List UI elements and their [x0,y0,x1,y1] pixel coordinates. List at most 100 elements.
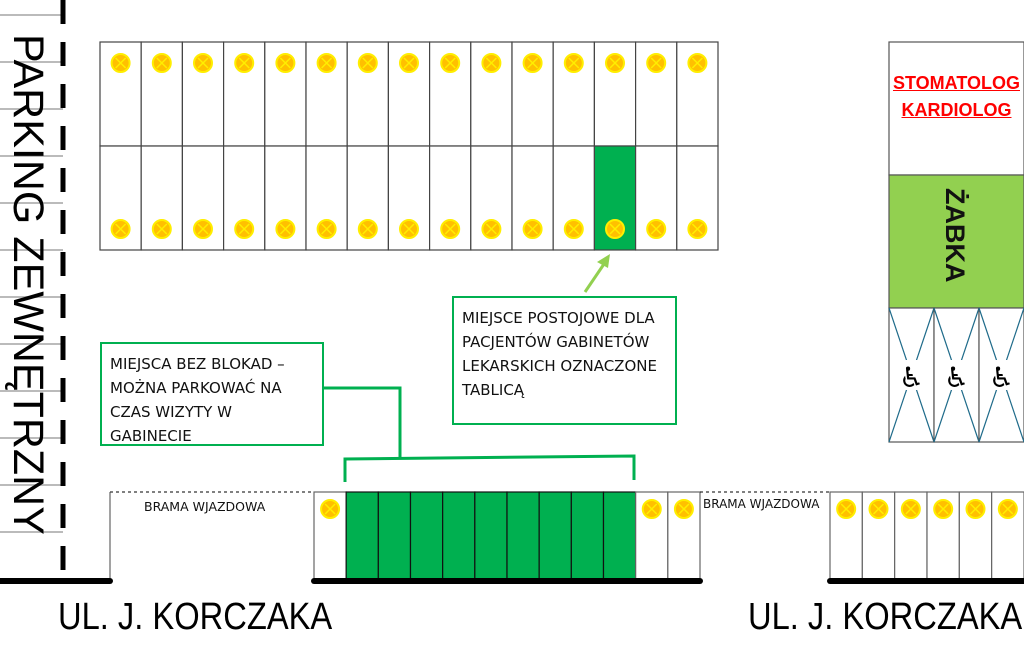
lock-cross [872,503,885,515]
lock-cross [403,57,415,69]
parking-lock-icon [320,499,341,519]
lock-cross [609,57,621,69]
parking-lock-icon [965,499,986,519]
lock-cross [691,57,703,69]
arrow-head-icon [597,254,610,268]
parking-lock-icon [110,53,131,73]
lock-cross [646,503,658,515]
parking-lock-icon [357,219,378,239]
lock-cross [937,503,949,515]
icon-bg [897,360,926,390]
parking-lock-icon [234,53,255,73]
clinic-dentist: STOMATOLOG [892,73,1020,93]
lock-cross [324,503,336,515]
parking-lock-icon [646,219,667,239]
lock-cross [678,503,690,515]
lock-cross [1002,503,1014,515]
clinic-cardiologist: KARDIOLOG [901,100,1012,120]
lock-cross [238,223,250,235]
shop-label: ŻABKA [940,188,970,283]
lock-cross [156,57,168,69]
parking-lock-icon [997,499,1018,519]
lock-cross [279,223,291,235]
icon-bg [987,360,1016,390]
street-left-label: UL. J. KORCZAKA [58,596,333,638]
lock-cross [444,57,456,69]
arrow-line [583,263,606,293]
parking-lock-icon [193,219,213,239]
parking-lock-icon [151,53,172,73]
lock-cross [840,503,852,515]
parking-lock-icon [646,53,667,73]
lock-cross [279,57,291,69]
parking-lock-icon [399,53,419,73]
lock-cross [362,223,374,235]
parking-lock-icon [563,53,584,73]
callout-patient-spot: MIEJSCE POSTOJOWE DLA PACJENTÓW GABINETÓ… [452,296,677,425]
gate-left-label: BRAMA WJAZDOWA [144,499,266,514]
lock-cross [485,223,497,235]
free-parking-spot [570,491,605,581]
lock-cross [321,223,333,235]
wheelchair-icon: ♿ [944,361,969,394]
clinic-label: STOMATOLOG KARDIOLOG [889,70,1024,124]
free-parking-spot [377,491,412,581]
lock-cross [238,57,250,69]
lock-cross [362,57,374,69]
lock-cross [650,223,662,235]
lock-cross [115,223,127,235]
parking-lock-icon [687,53,708,73]
wheelchair-icon: ♿ [989,361,1014,394]
callout-bracket [324,386,636,482]
parking-lock-icon [836,499,857,519]
parking-lock-icon [868,499,889,519]
lock-cross [609,223,621,235]
parking-lock-icon [110,219,131,239]
disabled-parking-spot: ♿ [933,307,980,443]
parking-lock-icon [481,219,502,239]
street-right-label: UL. J. KORCZAKA [748,596,1023,638]
free-parking-spot [345,491,379,581]
parking-lock-icon [605,219,625,239]
lock-cross [568,223,580,235]
lock-cross [527,57,539,69]
lock-cross [444,223,456,235]
external-parking-label: PARKING ZEWNĘTRZNY [4,34,52,535]
icon-bg [942,360,971,390]
parking-lock-icon [563,219,584,239]
gate-right-label: BRAMA WJAZDOWA [703,497,820,511]
wheelchair-icon: ♿ [899,361,924,394]
parking-lock-icon [316,53,337,73]
free-parking-spot [442,491,476,581]
lock-cross [403,223,415,235]
disabled-parking-spot: ♿ [888,307,935,443]
free-parking-spot [474,491,508,581]
parking-lock-icon [481,53,502,73]
free-parking-spot [538,491,572,581]
parking-lock-icon [900,499,921,519]
parking-lock-icon [522,219,543,239]
lock-cross [321,57,333,69]
parking-lock-icon [522,53,543,73]
lock-cross [197,57,209,69]
lock-cross [905,503,917,515]
parking-lock-icon [151,219,172,239]
parking-lock-icon [234,219,255,239]
lock-cross [527,223,539,235]
lock-cross [650,57,662,69]
parking-lock-icon [605,53,625,73]
lock-cross [969,503,982,515]
parking-lock-icon [440,53,461,73]
lock-cross [156,223,168,235]
parking-lock-icon [399,219,419,239]
lock-cross [568,57,580,69]
parking-lock-icon [641,499,662,519]
callout-free-spots: MIEJSCA BEZ BLOKAD – MOŻNA PARKOWAĆ NA C… [100,342,324,446]
parking-lock-icon [440,219,461,239]
parking-lock-icon [316,219,337,239]
disabled-parking-spot: ♿ [978,307,1024,443]
parking-lock-icon [933,499,954,519]
clinic-building [888,41,1024,176]
free-parking-spot [409,491,444,581]
